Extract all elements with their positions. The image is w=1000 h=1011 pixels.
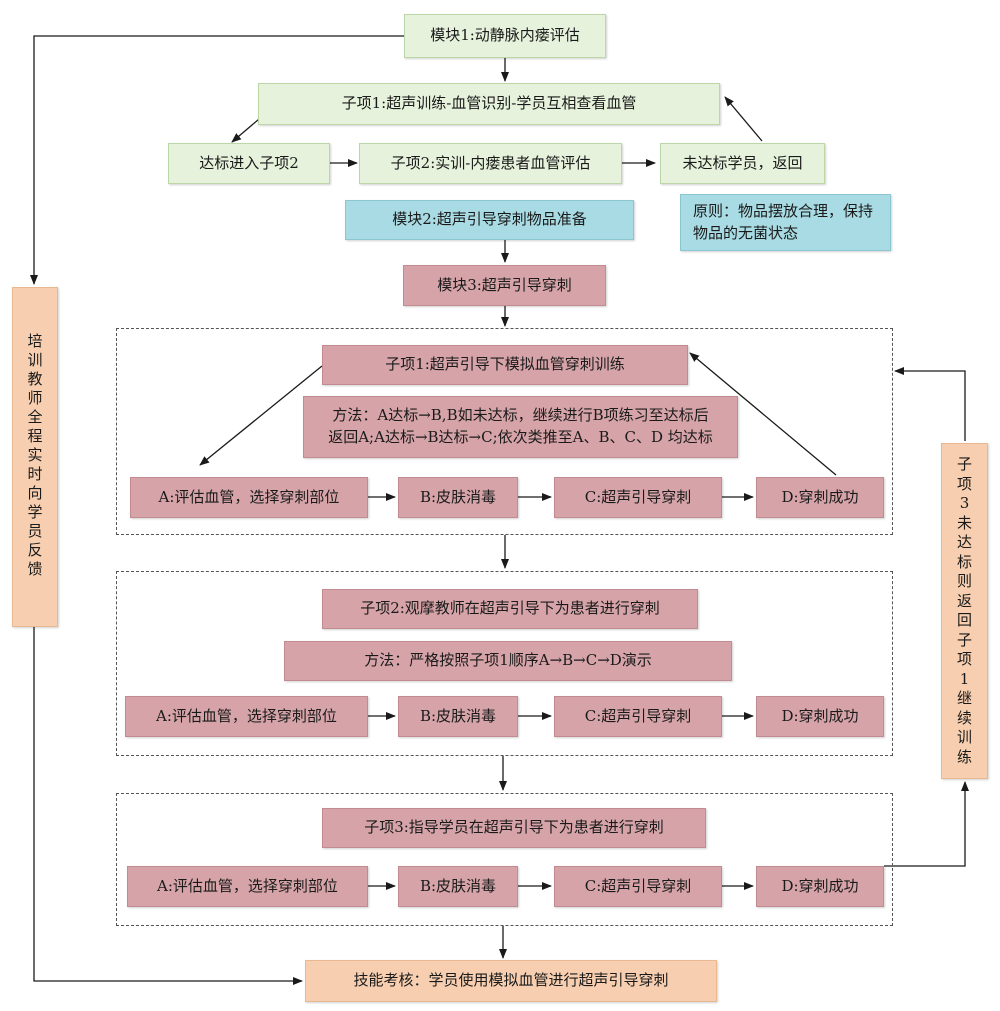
step-label: C:超声引导穿刺	[584, 876, 692, 895]
arrow-s1title-a	[199, 365, 323, 466]
section2-method: 方法：严格按照子项1顺序A→B→C→D演示	[364, 651, 652, 670]
principle-box: 原则：物品摆放合理，保持物品的无菌状态	[680, 194, 891, 251]
vertical-char: 训	[27, 351, 43, 369]
arrow-right-s1	[894, 367, 966, 441]
principle-label: 原则：物品摆放合理，保持物品的无菌状态	[693, 201, 874, 242]
vertical-char: 馈	[27, 560, 43, 578]
step-label: B:皮肤消毒	[419, 706, 497, 725]
vertical-char: 1	[959, 669, 970, 688]
module1-pass-box: 达标进入子项2	[168, 143, 330, 184]
vertical-char: 程	[27, 427, 43, 445]
vertical-char: 3	[959, 494, 970, 512]
vertical-char: 达	[956, 533, 972, 551]
section3-title-box: 子项3:指导学员在超声引导下为患者进行穿刺	[322, 808, 706, 848]
section2-frame	[116, 571, 893, 756]
section1-method-box: 方法：A达标→B,B如未达标，继续进行B项练习至达标后 返回A;A达标→B达标→…	[303, 396, 738, 458]
module1-fail-label: 未达标学员，返回	[682, 153, 803, 172]
module2-label: 模块2:超声引导穿刺物品准备	[392, 210, 587, 229]
vertical-char: 项	[956, 474, 972, 493]
section1-step-c: C:超声引导穿刺	[554, 477, 722, 518]
section2-title-box: 子项2:观摩教师在超声引导下为患者进行穿刺	[322, 589, 698, 629]
teacher-feedback-box: 培 训 教 师 全 程 实 时 向 学 员 反 馈	[12, 287, 58, 627]
vertical-char: 继	[956, 689, 972, 707]
module1-label: 模块1:动静脉内瘘评估	[430, 26, 580, 45]
step-label: D:穿刺成功	[781, 706, 859, 725]
module1-sub1-label: 子项1:超声训练-血管识别-学员互相查看血管	[341, 94, 637, 113]
vertical-char: 训	[956, 728, 972, 746]
arrow-m1-left	[30, 35, 404, 285]
module3-label: 模块3:超声引导穿刺	[437, 275, 572, 294]
vertical-char: 回	[956, 611, 972, 629]
final-assessment-label: 技能考核：学员使用模拟血管进行超声引导穿刺	[353, 971, 669, 990]
section3-frame	[116, 793, 893, 926]
arrow-left-final	[33, 627, 303, 985]
arrow-s3-right	[884, 781, 969, 867]
vertical-char: 未	[956, 513, 972, 532]
section1-step-d: D:穿刺成功	[756, 477, 884, 518]
section1-step-b: B:皮肤消毒	[398, 477, 518, 518]
section1-method-line1: 方法：A达标→B,B如未达标，继续进行B项练习至达标后	[332, 406, 709, 425]
step-label: B:皮肤消毒	[419, 876, 497, 895]
section1-step-a: A:评估血管，选择穿刺部位	[130, 477, 368, 518]
section3-step-d: D:穿刺成功	[756, 866, 884, 907]
vertical-char: 则	[956, 572, 972, 590]
step-label: C:超声引导穿刺	[584, 706, 692, 725]
module1-box: 模块1:动静脉内瘘评估	[404, 14, 606, 58]
vertical-char: 返	[956, 591, 972, 610]
vertical-char: 反	[27, 541, 43, 559]
section2-step-d: D:穿刺成功	[756, 696, 884, 737]
vertical-char: 子	[956, 455, 972, 473]
vertical-char: 师	[27, 389, 43, 407]
section3-step-b: B:皮肤消毒	[398, 866, 518, 907]
vertical-char: 时	[27, 465, 43, 483]
step-label: D:穿刺成功	[781, 876, 859, 895]
vertical-char: 续	[956, 708, 972, 727]
vertical-char: 教	[27, 370, 43, 388]
section2-title: 子项2:观摩教师在超声引导下为患者进行穿刺	[360, 599, 660, 618]
section1-method-line2: 返回A;A达标→B达标→C;依次类推至A、B、C、D 均达标	[328, 428, 713, 446]
vertical-char: 学	[27, 503, 43, 521]
section3-step-a: A:评估血管，选择穿刺部位	[127, 866, 368, 907]
section2-method-box: 方法：严格按照子项1顺序A→B→C→D演示	[284, 641, 732, 681]
module1-fail-box: 未达标学员，返回	[660, 143, 825, 184]
section1-title: 子项1:超声引导下模拟血管穿刺训练	[385, 355, 625, 374]
vertical-char: 员	[27, 522, 43, 540]
section1-title-box: 子项1:超声引导下模拟血管穿刺训练	[322, 345, 688, 385]
step-label: B:皮肤消毒	[419, 487, 497, 506]
arrow-fail-sub1	[724, 96, 763, 142]
vertical-char: 实	[27, 446, 43, 464]
vertical-char: 向	[27, 484, 43, 502]
module1-pass-label: 达标进入子项2	[199, 153, 299, 172]
vertical-char: 培	[27, 332, 43, 350]
module1-sub2-box: 子项2:实训-内瘘患者血管评估	[359, 143, 622, 184]
module2-box: 模块2:超声引导穿刺物品准备	[345, 200, 634, 240]
step-label: A:评估血管，选择穿刺部位	[158, 487, 340, 506]
step-label: C:超声引导穿刺	[584, 487, 692, 506]
section2-step-a: A:评估血管，选择穿刺部位	[125, 696, 368, 737]
step-label: A:评估血管，选择穿刺部位	[156, 706, 337, 725]
section3-title: 子项3:指导学员在超声引导下为患者进行穿刺	[364, 818, 664, 837]
module1-sub2-label: 子项2:实训-内瘘患者血管评估	[390, 153, 591, 172]
step-label: D:穿刺成功	[781, 487, 859, 506]
vertical-char: 全	[27, 408, 43, 426]
vertical-char: 子	[956, 630, 972, 649]
arrow-s1d-title	[689, 352, 837, 476]
module1-sub1-box: 子项1:超声训练-血管识别-学员互相查看血管	[258, 83, 720, 125]
section3-step-c: C:超声引导穿刺	[554, 866, 722, 907]
final-assessment-box: 技能考核：学员使用模拟血管进行超声引导穿刺	[305, 960, 717, 1002]
return-loop-box: 子 项 3 未 达 标 则 返 回 子 项 1 继 续 训 练	[941, 443, 988, 779]
section1-frame	[116, 328, 893, 535]
vertical-char: 标	[956, 552, 972, 571]
vertical-char: 项	[956, 650, 972, 668]
section2-step-b: B:皮肤消毒	[398, 696, 518, 737]
module3-box: 模块3:超声引导穿刺	[403, 265, 606, 306]
step-label: A:评估血管，选择穿刺部位	[157, 876, 338, 895]
vertical-char: 练	[956, 747, 972, 766]
section2-step-c: C:超声引导穿刺	[554, 696, 722, 737]
